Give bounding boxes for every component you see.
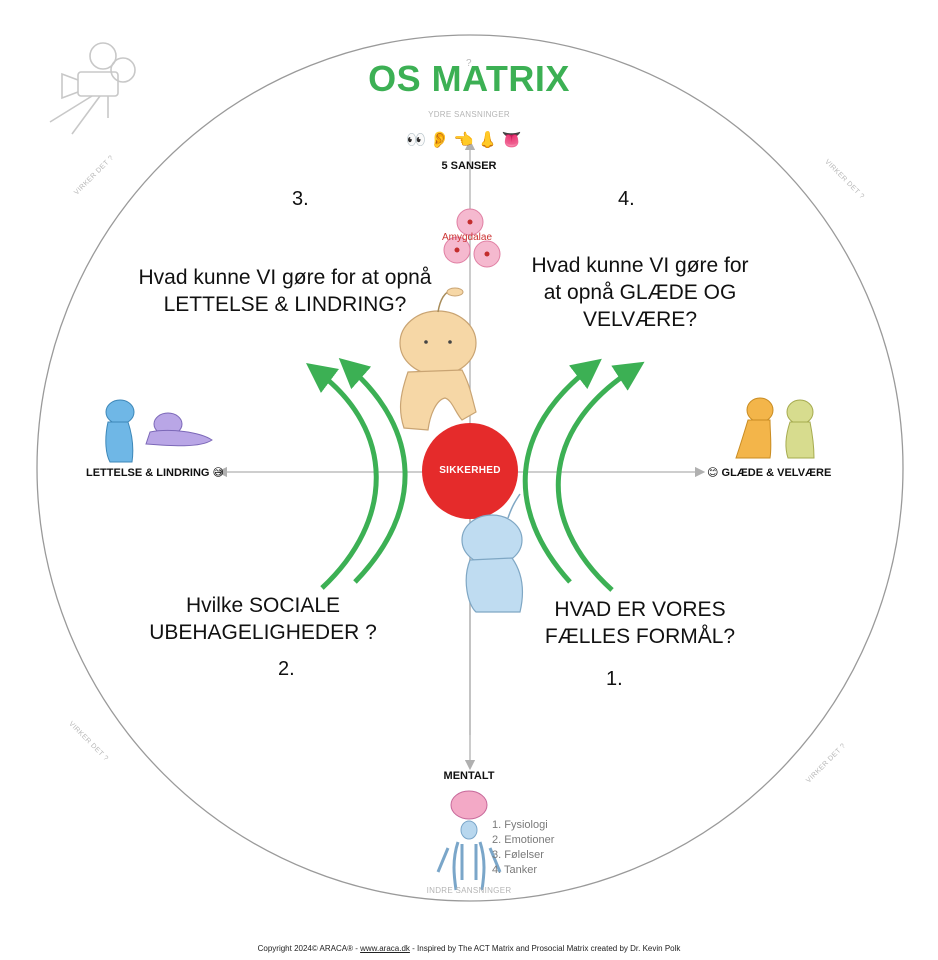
right-axis-label: 😊 GLÆDE & VELVÆRE <box>707 467 832 479</box>
eyes-icon: 👀 <box>406 132 430 149</box>
nose-icon: 👃 <box>477 132 502 149</box>
green-arrow-left-outer <box>306 362 379 590</box>
footer-prefix: Copyright 2024© ARACA® - <box>257 944 361 953</box>
center-label: SIKKERHED <box>439 465 501 476</box>
quadrant-1-line-2: FÆLLES FORMÅL? <box>544 625 736 648</box>
quadrant-1-line-1: HVAD ER VORES <box>554 598 726 621</box>
footer-suffix: - Inspired by The ACT Matrix and Prosoci… <box>409 944 681 953</box>
baby-figure-top <box>399 287 477 431</box>
quadrant-4-number: 4. <box>618 188 635 210</box>
quadrant-3-text: Hvad kunne VI gøre for at opnå LETTELSE … <box>100 264 470 318</box>
mental-list-item: 3. Følelser <box>492 849 544 861</box>
green-arrow-left-inner <box>338 358 408 584</box>
quadrant-4-line-1: Hvad kunne VI gøre for <box>531 254 749 277</box>
quadrant-2-line-1: Hvilke SOCIALE <box>185 594 341 617</box>
quadrant-4-line-2: at opnå GLÆDE OG <box>543 281 737 304</box>
mental-label: MENTALT <box>443 770 495 782</box>
quadrant-4-text: Hvad kunne VI gøre for at opnå GLÆDE OG … <box>505 252 775 333</box>
baby-figure-bottom <box>461 493 523 613</box>
hand-icon: 👈 <box>453 132 478 149</box>
tongue-icon: 👅 <box>501 132 526 149</box>
quadrant-4-line-3: VELVÆRE? <box>583 308 697 331</box>
quadrant-2-number: 2. <box>278 658 295 680</box>
green-arrow-right-outer <box>555 361 645 592</box>
quadrant-1-text: HVAD ER VORES FÆLLES FORMÅL? <box>520 596 760 650</box>
bottom-sublabel: INDRE SANSNINGER <box>426 886 512 895</box>
quadrant-3-line-2: LETTELSE & LINDRING? <box>163 293 407 316</box>
left-figures <box>105 399 213 463</box>
quadrant-3-line-1: Hvad kunne VI gøre for at opnå <box>138 266 432 289</box>
ear-icon: 👂 <box>429 132 454 149</box>
mental-list-item: 1. Fysiologi <box>492 819 548 831</box>
mental-list: 1. Fysiologi 2. Emotioner 3. Følelser 4.… <box>492 818 554 878</box>
green-arrow-right-inner <box>522 358 602 584</box>
quadrant-3-number: 3. <box>292 188 309 210</box>
safety-circle <box>422 423 518 519</box>
left-axis-label: LETTELSE & LINDRING 😅 <box>86 467 224 479</box>
matrix-circle <box>36 34 904 902</box>
footer: Copyright 2024© ARACA® - www.araca.dk - … <box>0 944 938 953</box>
amygdala-icon <box>443 208 501 268</box>
mental-list-item: 4. Tanker <box>492 864 538 876</box>
quadrant-1-number: 1. <box>606 668 623 690</box>
senses-icons: 👀👂👈👃👅 <box>406 130 526 150</box>
footer-link[interactable]: www.araca.dk <box>360 944 410 953</box>
mental-figure-icon <box>436 790 502 891</box>
top-label: YDRE SANSNINGER <box>428 110 510 119</box>
amygdala-label: Amygdalae <box>442 232 493 243</box>
question-mark: ? <box>466 58 472 69</box>
quadrant-2-line-2: UBEHAGELIGHEDER ? <box>149 621 377 644</box>
senses-label: 5 SANSER <box>441 160 497 172</box>
page-title: OS MATRIX <box>368 58 570 99</box>
right-figures <box>735 397 815 459</box>
quadrant-2-text: Hvilke SOCIALE UBEHAGELIGHEDER ? <box>138 592 388 646</box>
mental-list-item: 2. Emotioner <box>492 834 555 846</box>
camera-icon <box>49 42 136 135</box>
